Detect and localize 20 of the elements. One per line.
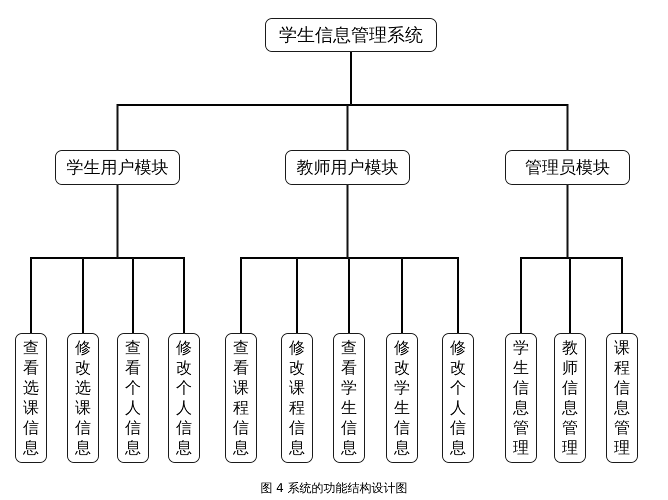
function-box: 修改课程信息: [281, 333, 313, 463]
module-box: 教师用户模块: [285, 150, 410, 185]
module-box: 学生用户模块: [55, 150, 180, 185]
connector-line: [350, 52, 568, 150]
function-box: 查看学生信息: [333, 333, 365, 463]
function-box: 修改个人信息: [168, 333, 200, 463]
connector-line: [346, 185, 459, 333]
module-box: 管理员模块: [505, 150, 630, 185]
function-box: 查看选课信息: [15, 333, 47, 463]
title-box: 学生信息管理系统: [265, 18, 437, 52]
function-box: 查看个人信息: [117, 333, 149, 463]
function-box: 修改学生信息: [386, 333, 418, 463]
figure-caption: 图 4 系统的功能结构设计图: [259, 480, 409, 497]
function-box: 修改选课信息: [67, 333, 99, 463]
function-box: 查看课程信息: [225, 333, 257, 463]
function-box: 教师信息管理: [554, 333, 586, 463]
function-box: 课程信息管理: [606, 333, 638, 463]
connector-line: [116, 185, 185, 333]
function-box: 修改个人信息: [442, 333, 474, 463]
function-box: 学生信息管理: [505, 333, 537, 463]
